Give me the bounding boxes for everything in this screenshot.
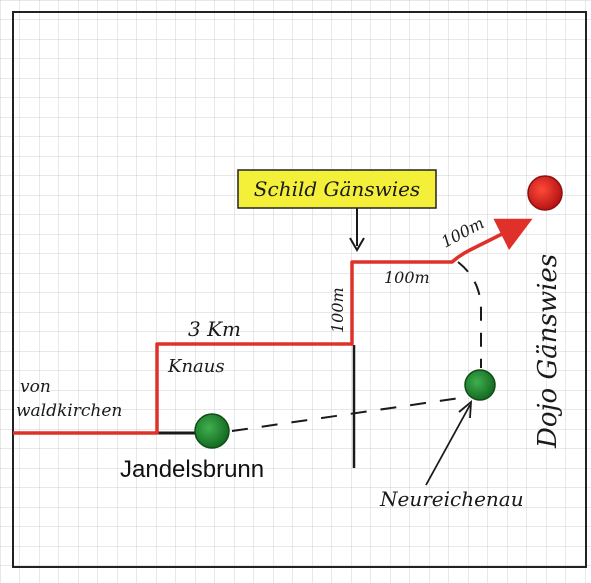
distance-100m-vertical-label: 100m [328, 287, 347, 333]
neureichenau-pointer-line [425, 404, 471, 486]
distance-3km-label: 3 Km [188, 317, 241, 341]
dojo-marker-icon [527, 175, 563, 211]
dojo-label: Dojo Gänswies [533, 254, 563, 449]
dashed-road-neureichenau [231, 397, 461, 432]
down-arrow-icon [349, 237, 365, 252]
knaus-label: Knaus [167, 356, 225, 377]
jandelsbrunn-label: Jandelsbrunn [120, 456, 264, 483]
neureichenau-label: Neureichenau [379, 487, 524, 511]
jandelsbrunn-marker-icon [194, 413, 230, 449]
sign-box [237, 169, 437, 209]
frame [12, 11, 587, 568]
from-label: von waldkirchen [16, 377, 122, 421]
up-arrow-icon [458, 399, 473, 419]
dashed-road-curve [457, 261, 482, 368]
neureichenau-marker-icon [464, 369, 496, 401]
route-to-dojo [13, 218, 533, 435]
sign-label: Schild Gänswies [254, 177, 420, 201]
distance-100m-top-label: 100m [384, 268, 430, 287]
